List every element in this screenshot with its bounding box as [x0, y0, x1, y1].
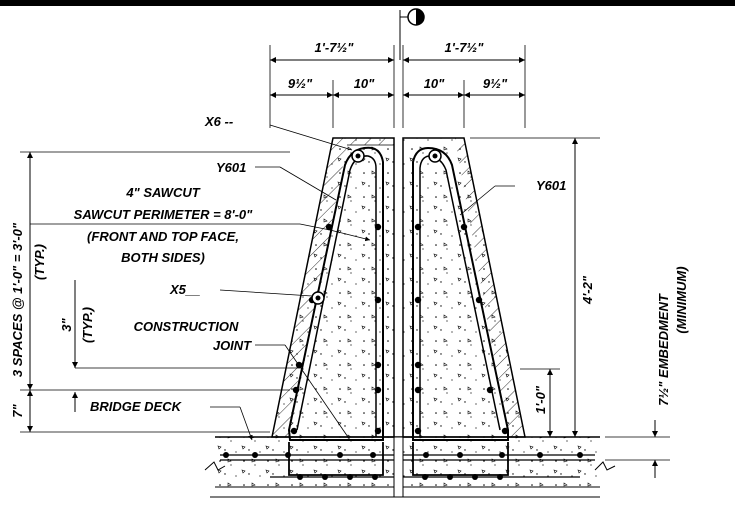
- label-construction-1: CONSTRUCTION: [134, 319, 239, 334]
- label-bridge-deck: BRIDGE DECK: [90, 399, 183, 414]
- label-embed-2: (MINIMUM): [674, 266, 689, 333]
- label-spaces-vertical: 3 SPACES @ 1'-0" = 3'-0": [10, 222, 25, 377]
- dim-left-overall: 1'-7½": [315, 40, 355, 55]
- right-barrier: [402, 137, 526, 476]
- bridge-deck-slab: [204, 436, 616, 498]
- label-sawcut-2: SAWCUT PERIMETER = 8'-0": [74, 207, 253, 222]
- label-y601-left: Y601: [216, 160, 246, 175]
- dim-left-inner: 10": [354, 76, 375, 91]
- circled-bars: [311, 149, 442, 305]
- label-x5: X5__: [169, 282, 200, 297]
- dim-deck-thickness: 7": [10, 403, 25, 417]
- label-typ2: (TYP.): [80, 307, 95, 343]
- dim-left-outer: 9½": [288, 76, 313, 91]
- label-y601-right: Y601: [536, 178, 566, 193]
- left-vertical-dimensions: [20, 151, 300, 433]
- title-band: [0, 0, 735, 6]
- label-sawcut-3: (FRONT AND TOP FACE,: [87, 229, 239, 244]
- leader-lines: [30, 124, 515, 441]
- label-x6: X6 --: [204, 114, 233, 129]
- label-sawcut-4: BOTH SIDES): [121, 250, 205, 265]
- dim-right-overall: 1'-7½": [445, 40, 485, 55]
- dim-lower-right: 1'-0": [533, 385, 548, 414]
- label-sawcut-1: 4" SAWCUT: [125, 185, 200, 200]
- label-three-in: 3": [59, 317, 74, 331]
- right-vertical-dimensions: [470, 137, 670, 478]
- label-construction-2: JOINT: [213, 338, 252, 353]
- dim-right-outer: 9½": [483, 76, 508, 91]
- dim-right-inner: 10": [424, 76, 445, 91]
- label-typ-vertical: (TYP.): [32, 244, 47, 280]
- left-barrier: [271, 137, 395, 476]
- centerline-symbol: [399, 8, 425, 60]
- top-dimensions: [269, 45, 526, 128]
- label-embed-1: 7½" EMBEDMENT: [656, 293, 671, 406]
- dim-height-right: 4'-2": [580, 275, 595, 305]
